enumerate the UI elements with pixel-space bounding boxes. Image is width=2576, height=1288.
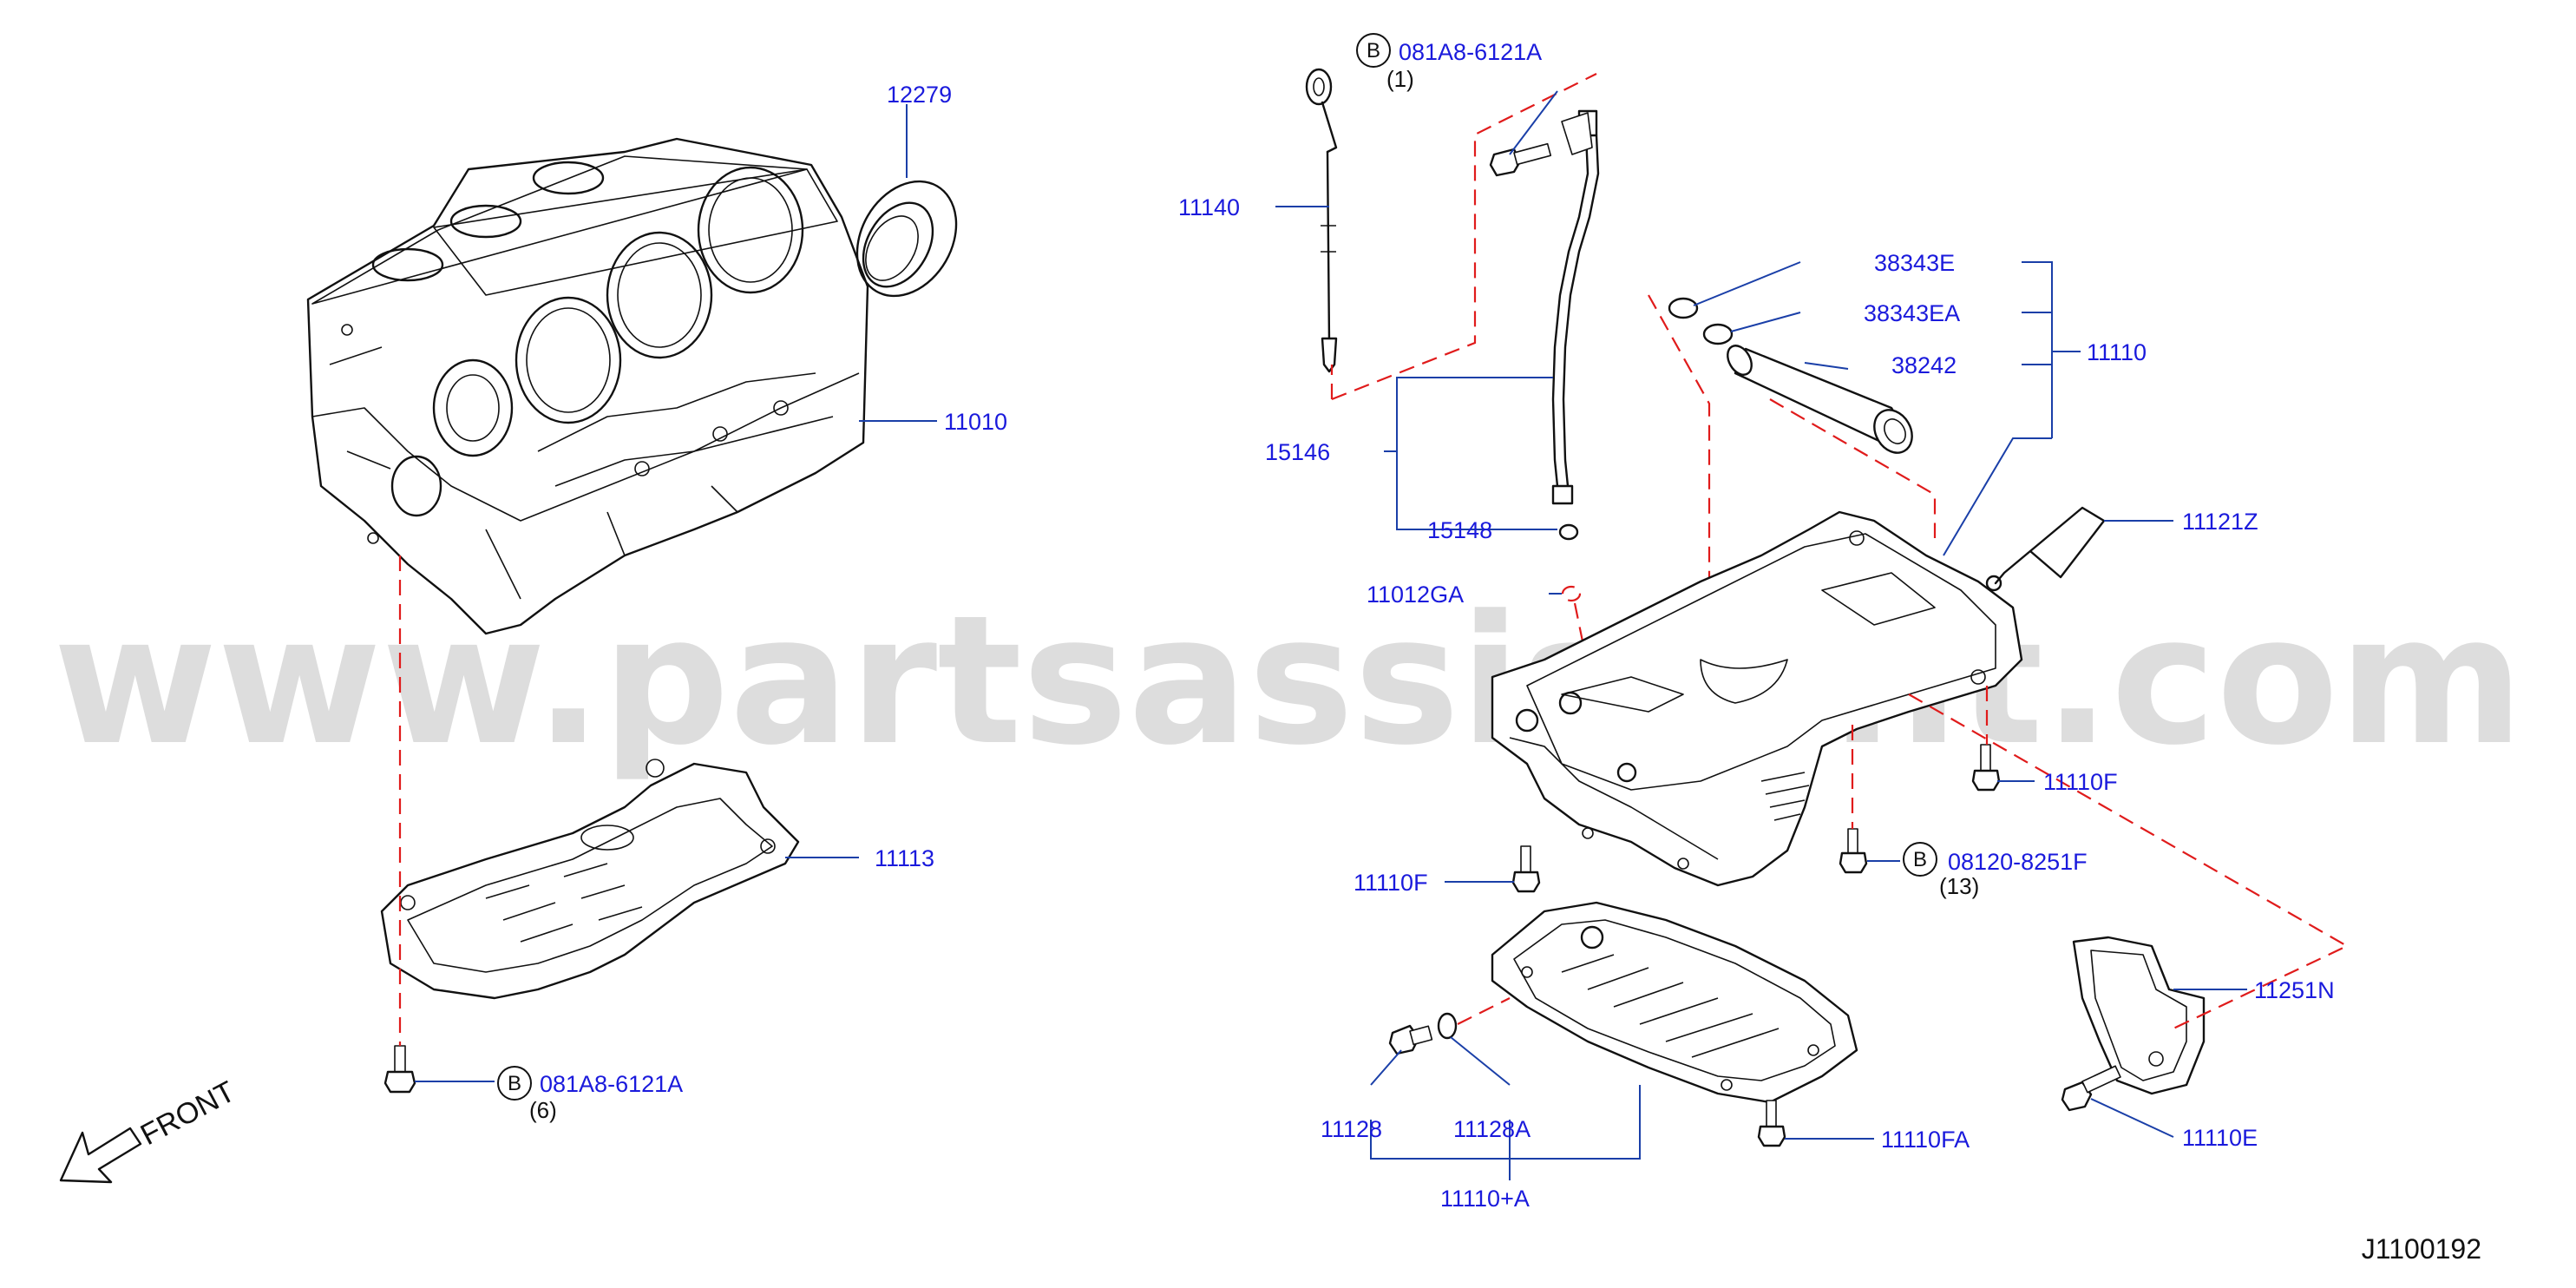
o-ring-11012ga-drawing bbox=[1561, 585, 1582, 602]
label-11110fa: 11110FA bbox=[1881, 1127, 1970, 1153]
lower-oil-pan-drawing bbox=[1491, 901, 1858, 1104]
bolt-08120-drawing bbox=[1839, 828, 1868, 874]
b-marker-text: B bbox=[1367, 39, 1380, 62]
label-12279: 12279 bbox=[887, 82, 952, 108]
qty-pan-bolts: (13) bbox=[1939, 873, 1979, 899]
label-11113: 11113 bbox=[875, 845, 934, 871]
upper-oil-pan-drawing bbox=[1491, 510, 2023, 887]
label-11110e: 11110E bbox=[2182, 1125, 2258, 1151]
b-circle-icon bbox=[1356, 33, 1391, 68]
label-11128: 11128 bbox=[1321, 1116, 1382, 1142]
rear-oil-seal-drawing bbox=[855, 180, 958, 298]
guide-dipstick-box bbox=[1331, 73, 1597, 401]
label-08120-8251f: 08120-8251F bbox=[1948, 849, 2088, 875]
b-callout-pan: B (13) bbox=[1903, 842, 1979, 899]
label-11251n: 11251N bbox=[2254, 977, 2335, 1003]
baffle-11251n-drawing bbox=[2072, 936, 2206, 1095]
label-38242: 38242 bbox=[1891, 352, 1957, 378]
b-marker-text: B bbox=[508, 1072, 521, 1095]
cylinder-block-drawing bbox=[306, 137, 869, 635]
bolt-081a8-bottom-drawing bbox=[383, 1045, 416, 1094]
bolt-081a8-top-drawing bbox=[1489, 142, 1552, 177]
qty-bottom-bolt: (6) bbox=[529, 1097, 557, 1123]
bolt-11110fa-drawing bbox=[1757, 1100, 1786, 1147]
baffle-plate-drawing bbox=[380, 759, 800, 1000]
o-ring-15148-drawing bbox=[1558, 523, 1579, 541]
drain-washer-drawing bbox=[1437, 1012, 1458, 1040]
front-indicator: FRONT bbox=[59, 1075, 240, 1184]
label-11012ga: 11012GA bbox=[1367, 582, 1464, 608]
drain-plug-drawing bbox=[1388, 1024, 1433, 1055]
front-arrow-icon bbox=[59, 1127, 142, 1184]
label-11128a: 11128A bbox=[1453, 1116, 1531, 1142]
label-081a8-6121a-bottom: 081A8-6121A bbox=[540, 1071, 683, 1097]
qty-top-bolt: (1) bbox=[1386, 66, 1414, 92]
label-38343e: 38343E bbox=[1874, 250, 1955, 276]
oil-strainer-drawing bbox=[1668, 297, 1913, 454]
dipstick-drawing bbox=[1305, 68, 1338, 373]
bolt-11110f-right-drawing bbox=[1971, 744, 2001, 792]
b-callout-top: B 081A8-6121A (1) bbox=[1356, 33, 1542, 92]
label-11010: 11010 bbox=[944, 409, 1007, 435]
watermark-text: www.partsassistant.com bbox=[53, 578, 2524, 785]
label-15146: 15146 bbox=[1265, 439, 1330, 465]
label-11110: 11110 bbox=[2087, 339, 2147, 365]
label-11110f-right: 11110F bbox=[2043, 769, 2118, 795]
label-11140: 11140 bbox=[1178, 194, 1240, 220]
diagram-id: J1100192 bbox=[2362, 1233, 2481, 1265]
guide-strainer-to-pan bbox=[1769, 398, 1937, 538]
b-marker-text: B bbox=[1913, 848, 1927, 871]
bolt-11110e-drawing bbox=[2061, 1065, 2121, 1112]
b-circle-icon bbox=[1903, 842, 1937, 877]
b-circle-icon bbox=[497, 1066, 532, 1101]
label-38343ea: 38343EA bbox=[1864, 300, 1960, 326]
dipstick-guide-drawing bbox=[1551, 109, 1600, 505]
label-11110f-left: 11110F bbox=[1354, 870, 1428, 896]
guide-baffle-box bbox=[1908, 693, 2350, 1029]
bolt-11110f-left-drawing bbox=[1511, 845, 1541, 893]
guide-washer-to-pan bbox=[1457, 997, 1511, 1025]
label-15148: 15148 bbox=[1427, 517, 1492, 543]
label-081a8-6121a-top: 081A8-6121A bbox=[1399, 39, 1542, 65]
label-11110-plus-a: 11110+A bbox=[1440, 1186, 1530, 1212]
leader-lines bbox=[415, 90, 2247, 1180]
front-label: FRONT bbox=[135, 1075, 240, 1153]
label-11121z: 11121Z bbox=[2182, 509, 2258, 535]
b-callout-bottom: B 081A8-6121A (6) bbox=[497, 1066, 683, 1123]
